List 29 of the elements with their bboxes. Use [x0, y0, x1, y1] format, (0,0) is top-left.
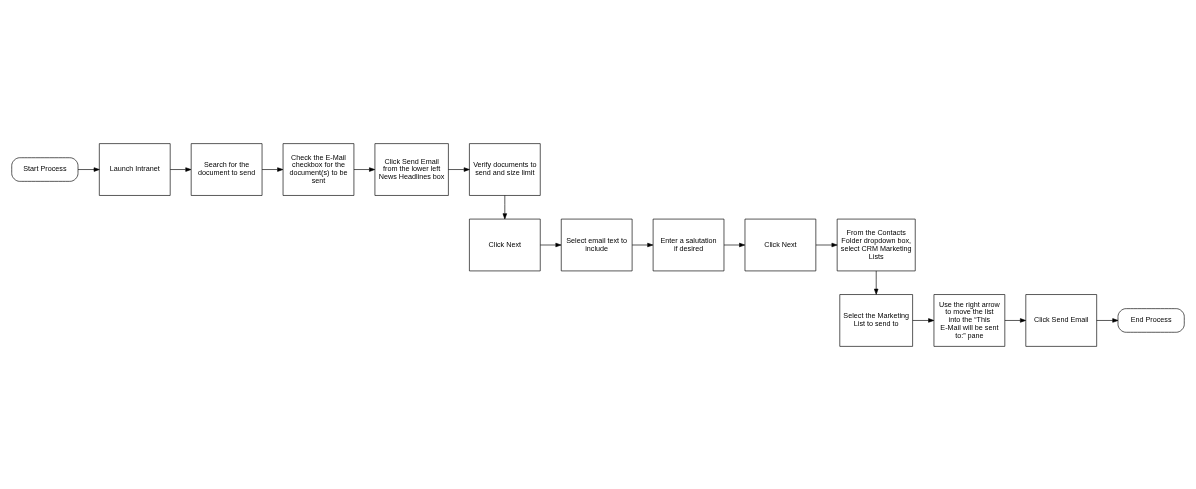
node-box: Click Next	[469, 218, 541, 271]
arrow	[1096, 317, 1119, 323]
node-box: Launch Intranet	[99, 142, 171, 196]
arrow	[77, 166, 100, 172]
node-box: Search for the document to send	[190, 142, 263, 196]
arrow	[261, 166, 284, 172]
node-box: Use the right arrow to move the list into the “This E-Mail will be sent to:” pane	[933, 293, 1006, 347]
node-box: Start Process	[11, 156, 79, 182]
arrow	[631, 242, 654, 247]
node-box: From the Contacts Folder dropdown box, select CRM Marketing Lists	[836, 218, 916, 271]
arrow	[448, 166, 470, 172]
arrow	[1004, 317, 1026, 323]
node-box: End Process	[1117, 307, 1185, 333]
node-box: Enter a salutation if desired	[652, 218, 725, 271]
arrow	[540, 242, 562, 247]
node-box: Select the Marketing List to send to	[839, 293, 913, 347]
node-box: Click Next	[744, 218, 817, 271]
node-box: Click Send Email from the lower left News Headlines box	[374, 142, 449, 196]
arrow	[502, 194, 507, 219]
node-box: Click Send Email	[1025, 293, 1097, 347]
arrow	[353, 166, 376, 172]
arrow	[169, 166, 192, 172]
arrow	[815, 242, 838, 247]
node-box: Verify documents to send and size limit	[469, 142, 541, 196]
arrow	[912, 317, 935, 323]
node-box: Check the E-Mail checkbox for the document(s) to be sent	[282, 142, 355, 196]
arrow	[874, 270, 879, 295]
arrow	[723, 242, 746, 247]
node-box: Select email text to include	[560, 218, 633, 271]
